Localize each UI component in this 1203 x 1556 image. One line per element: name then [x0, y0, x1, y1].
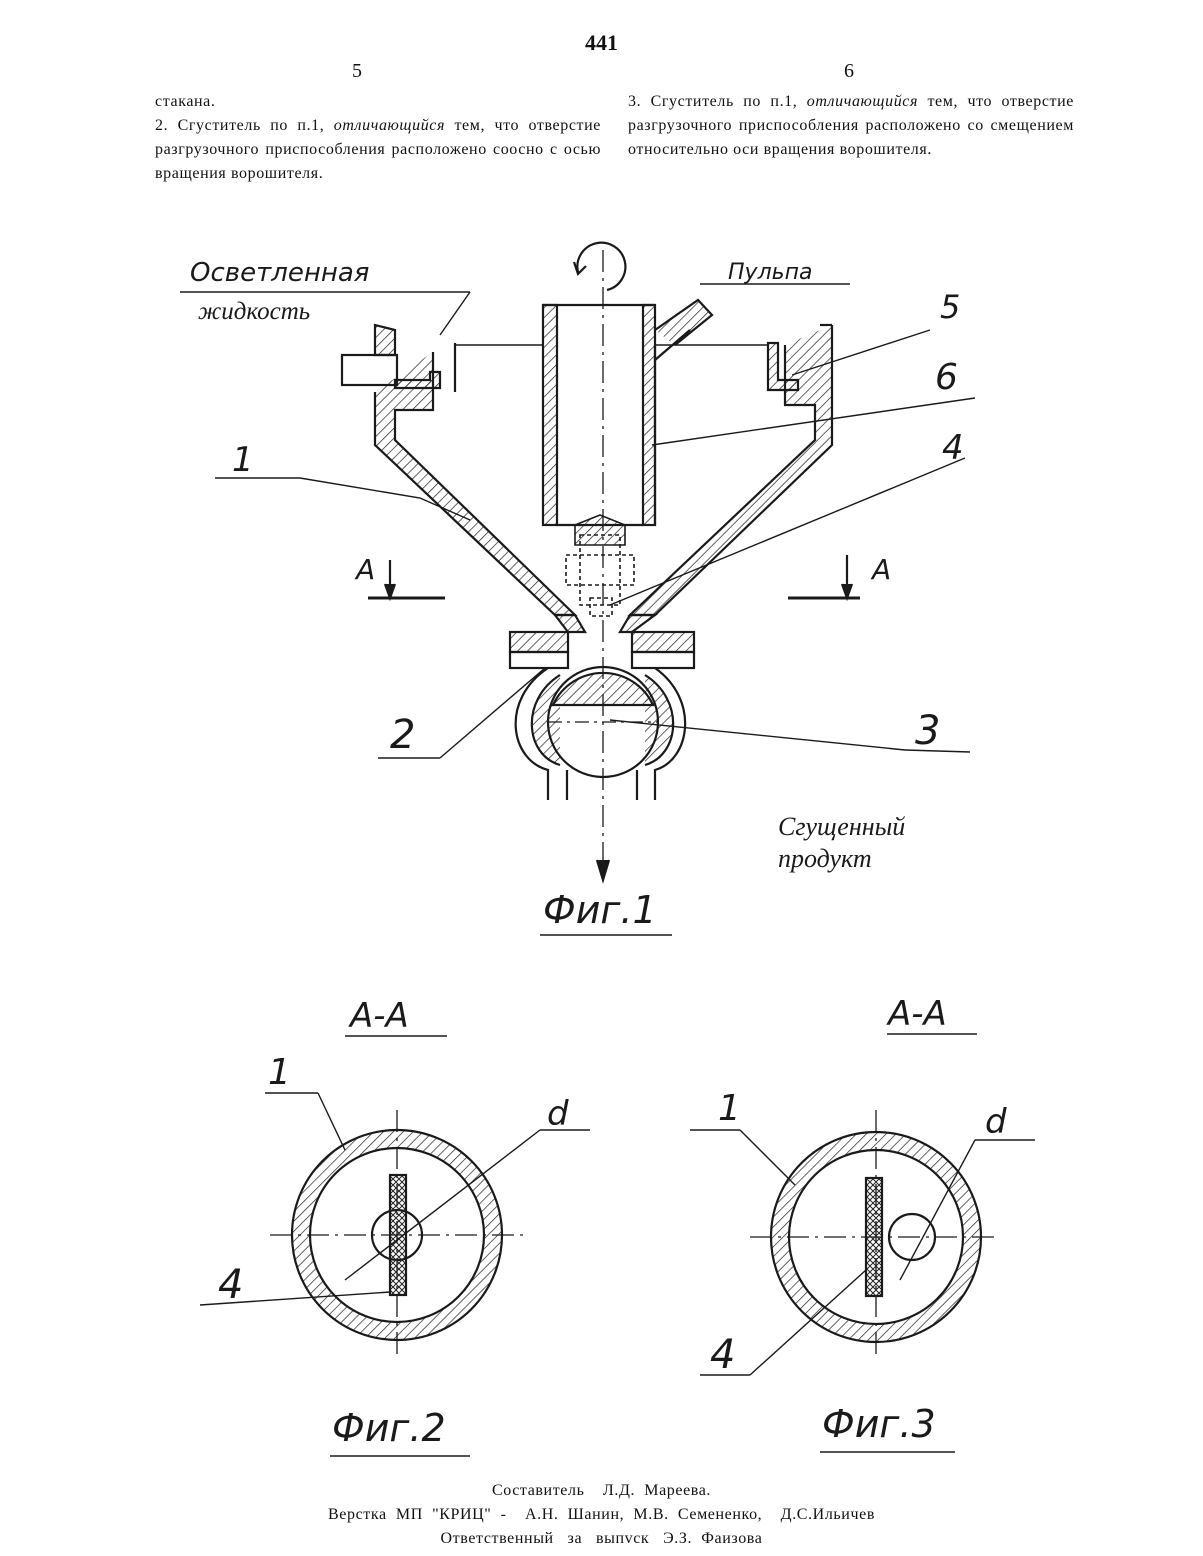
section-title-fig3: A-A	[888, 994, 947, 1034]
feed-pipe	[655, 300, 712, 525]
discharge-arrow-icon	[597, 860, 609, 880]
part-number-6: 6	[935, 357, 958, 398]
figure-2	[200, 1036, 590, 1456]
stirrer-blade	[866, 1178, 882, 1296]
section-mark-left: A	[356, 553, 375, 586]
vessel-wall-right	[630, 325, 832, 615]
overflow-launder-left	[342, 325, 455, 392]
central-tube	[543, 305, 655, 545]
thickened-product-label: Сгущенный	[778, 812, 905, 842]
section-arrowhead-left-icon	[385, 584, 395, 598]
footer-layout: Верстка МП "КРИЦ" - А.Н. Шанин, М.В. Сем…	[0, 1506, 1203, 1524]
footer-responsible: Ответственный за выпvск Э.З. Фаизова	[0, 1530, 1203, 1548]
footer-compiler: Составитель Л.Д. Мареева.	[0, 1482, 1203, 1500]
bottom-flange	[510, 615, 694, 668]
figure-3-caption: Фиг.3	[822, 1402, 936, 1446]
clarified-liquid-label: Осветленная	[190, 258, 369, 288]
fig3-part-number-4: 4	[710, 1332, 735, 1378]
part-number-5: 5	[940, 288, 960, 326]
section-mark-right: A	[872, 553, 891, 586]
fig2-part-number-4: 4	[218, 1262, 243, 1308]
figure-2-caption: Фиг.2	[332, 1406, 446, 1450]
fig2-label-d: d	[547, 1094, 569, 1134]
fig3-part-number-1: 1	[718, 1088, 741, 1129]
discharge-valve	[516, 667, 685, 800]
part-number-1: 1	[232, 440, 254, 480]
section-arrowhead-right-icon	[842, 584, 852, 598]
part-number-2: 2	[390, 712, 415, 758]
part-number-4: 4	[942, 428, 964, 468]
figure-1-caption: Фиг.1	[543, 888, 657, 932]
stirrer-coupling	[566, 535, 634, 616]
part-number-3: 3	[915, 708, 940, 754]
section-title-fig2: A-A	[350, 996, 409, 1036]
fig2-part-number-1: 1	[268, 1052, 291, 1093]
fig3-label-d: d	[985, 1102, 1007, 1142]
rotation-arrowhead-icon	[574, 262, 586, 274]
figure-3	[690, 1034, 1035, 1452]
pulp-label: Пульпа	[728, 260, 812, 285]
thickened-product-label-2: продукт	[778, 844, 872, 874]
clarified-liquid-label-2: жидкость	[198, 298, 310, 326]
